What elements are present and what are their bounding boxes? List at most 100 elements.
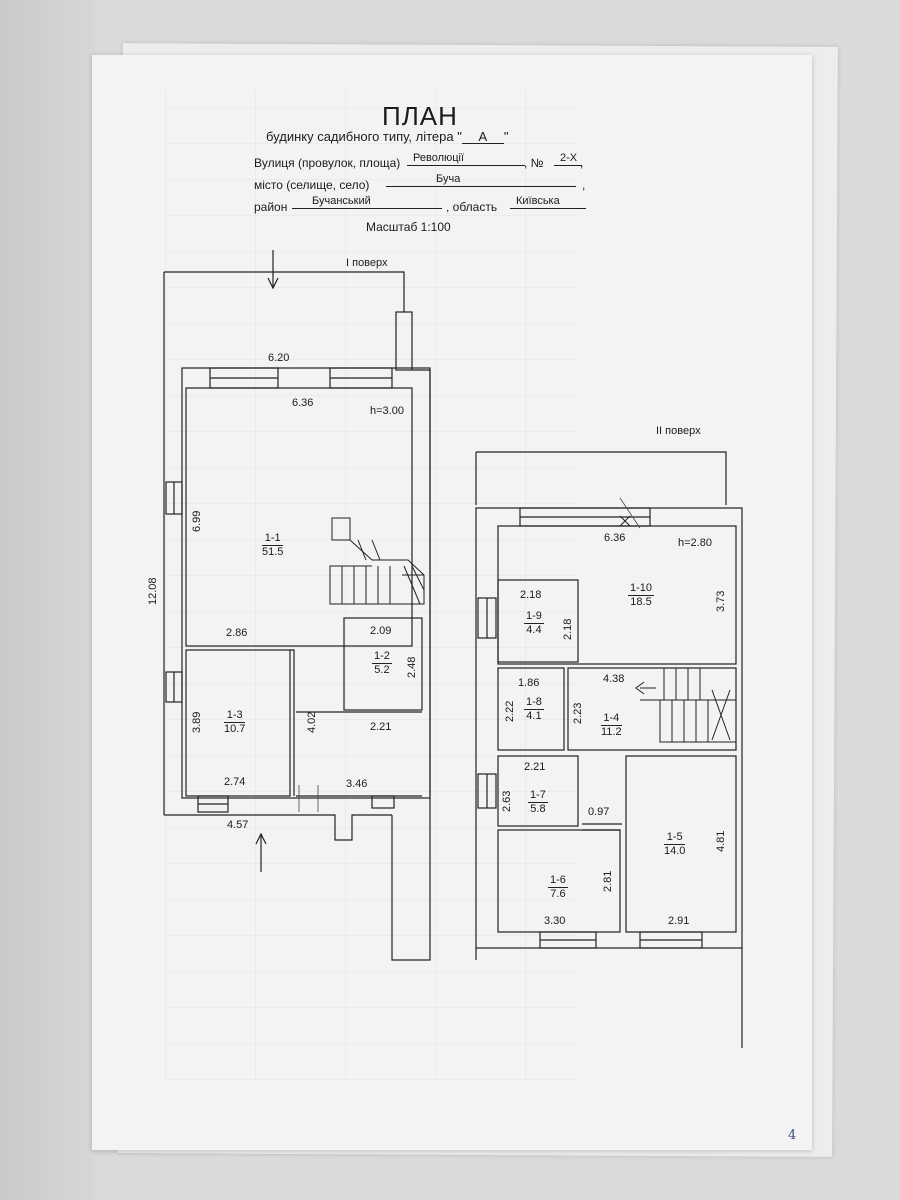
room-1-5-area: 14.0 <box>664 845 686 857</box>
room-1-4-number: 1-4 <box>601 713 622 726</box>
document-sheet <box>92 55 812 1150</box>
room-1-3-area: 10.7 <box>224 723 246 735</box>
dim-f1-room13-bottom: 2.74 <box>224 776 246 788</box>
floor1-room-1-1 <box>185 387 413 647</box>
dim-f2-r14-left: 2.23 <box>572 702 584 724</box>
room-1-10-area: 18.5 <box>630 596 652 608</box>
floor2-windows <box>477 507 703 949</box>
dim-f2-corridor: 0.97 <box>588 806 610 818</box>
room-1-7-label: 1-7 5.8 <box>528 790 548 815</box>
dim-f2-r16-w: 3.30 <box>544 915 566 927</box>
show-through-table <box>165 90 575 1080</box>
floor2-room-1-7 <box>497 755 579 827</box>
floor1-site-outline <box>164 271 405 312</box>
dim-f2-r15-h: 4.81 <box>715 830 727 852</box>
dim-f2-r17-h: 2.63 <box>501 790 513 812</box>
room-1-2-area: 5.2 <box>374 664 390 676</box>
dim-f1-top-outer: 6.20 <box>268 352 290 364</box>
page-number: 4 <box>788 1128 797 1143</box>
dim-f2-r19-w: 2.18 <box>520 589 542 601</box>
room-1-10-label: 1-10 18.5 <box>628 582 655 608</box>
dim-f2-r14-w: 4.38 <box>603 673 625 685</box>
city-label: місто (селище, село) <box>254 178 370 192</box>
number-value: 2-Х <box>554 153 582 166</box>
floor1-height: h=3.00 <box>370 405 404 417</box>
floor1-room-1-2 <box>343 617 423 711</box>
dim-f1-left-upper: 6.99 <box>191 510 203 532</box>
region-label: , область <box>446 200 498 214</box>
room-1-3-number: 1-3 <box>224 710 246 723</box>
room-1-7-area: 5.8 <box>530 803 546 815</box>
dim-f1-bottom-right: 3.46 <box>346 778 368 790</box>
scale-label: Масштаб 1:100 <box>366 220 451 234</box>
city-value: Буча <box>386 174 576 187</box>
street-label: Вулиця (провулок, площа) <box>254 156 401 170</box>
room-1-4-label: 1-4 11.2 <box>601 713 622 738</box>
dim-f1-left-total: 12.08 <box>147 577 159 605</box>
room-1-8-area: 4.1 <box>526 710 542 722</box>
city-comma: , <box>582 178 586 192</box>
dim-f1-top-inner: 6.36 <box>292 397 314 409</box>
street-value: Революції <box>407 153 525 166</box>
room-1-6-area: 7.6 <box>550 888 566 900</box>
background-surface <box>0 0 95 1200</box>
dim-f2-r17-w: 2.21 <box>524 761 546 773</box>
subtitle-prefix: будинку садибного типу, літера " <box>266 129 462 144</box>
district-label: район <box>254 200 288 214</box>
room-1-10-number: 1-10 <box>628 582 655 596</box>
dim-f1-room12-h: 2.48 <box>406 656 418 678</box>
number-label: , № <box>524 156 544 170</box>
room-1-6-label: 1-6 7.6 <box>548 875 568 900</box>
floor2-height: h=2.80 <box>678 537 712 549</box>
room-1-5-label: 1-5 14.0 <box>664 832 686 857</box>
room-1-9-label: 1-9 4.4 <box>524 611 544 636</box>
floor2-stair <box>619 515 737 743</box>
region-value: Київська <box>510 196 586 209</box>
room-1-1-label: 1-1 51.5 <box>262 533 284 558</box>
floor1-main-outer <box>181 367 431 799</box>
room-1-1-area: 51.5 <box>262 546 284 558</box>
dim-f1-hall-w: 2.21 <box>370 721 392 733</box>
dim-f1-porch: 4.57 <box>227 819 249 831</box>
entry-arrows <box>255 250 279 872</box>
room-1-5-number: 1-5 <box>664 832 686 845</box>
room-1-1-number: 1-1 <box>262 533 284 546</box>
floor1-outer-wall <box>163 272 392 841</box>
floor1-windows <box>165 367 395 813</box>
room-1-9-number: 1-9 <box>524 610 544 624</box>
dim-f2-r19-h: 2.18 <box>562 618 574 640</box>
dim-f2-r15-w: 2.91 <box>668 915 690 927</box>
district-value: Бучанський <box>292 196 442 209</box>
number-comma: , <box>580 156 584 170</box>
dim-f2-top: 6.36 <box>604 532 626 544</box>
dim-f1-room12-w: 2.09 <box>370 625 392 637</box>
floor2-room-1-8 <box>497 667 565 751</box>
floor1-label: I поверх <box>346 257 388 269</box>
room-1-2-label: 1-2 5.2 <box>372 651 392 676</box>
dim-f2-r110-h: 3.73 <box>715 590 727 612</box>
room-1-3-label: 1-3 10.7 <box>224 710 246 735</box>
room-1-7-number: 1-7 <box>528 789 548 803</box>
room-1-2-number: 1-2 <box>372 650 392 664</box>
letter-value: А <box>461 130 504 144</box>
floor2-label: II поверх <box>656 425 701 437</box>
dim-f2-r18-h: 2.22 <box>504 700 516 722</box>
dim-f2-r18-w: 1.86 <box>518 677 540 689</box>
floor2-room-1-9 <box>497 579 579 663</box>
dim-f1-mid-width: 2.86 <box>226 627 248 639</box>
room-1-6-number: 1-6 <box>548 874 568 888</box>
subtitle-suffix: " <box>503 129 509 144</box>
floor1-chimney <box>395 311 413 371</box>
room-1-4-area: 11.2 <box>601 726 622 738</box>
dim-f1-room13-right: 4.02 <box>306 711 318 733</box>
floor2-balcony-outline <box>475 451 727 505</box>
floor2-room-1-4 <box>567 667 737 751</box>
dim-f1-room13-h: 3.89 <box>191 711 203 733</box>
floor1-room-1-3 <box>185 649 291 797</box>
subtitle-line: будинку садибного типу, літера "А" <box>266 130 508 144</box>
plan-title: ПЛАН <box>382 101 458 131</box>
room-1-8-number: 1-8 <box>524 696 544 710</box>
dim-f2-r16-h: 2.81 <box>602 870 614 892</box>
floor1-stair <box>329 517 425 605</box>
